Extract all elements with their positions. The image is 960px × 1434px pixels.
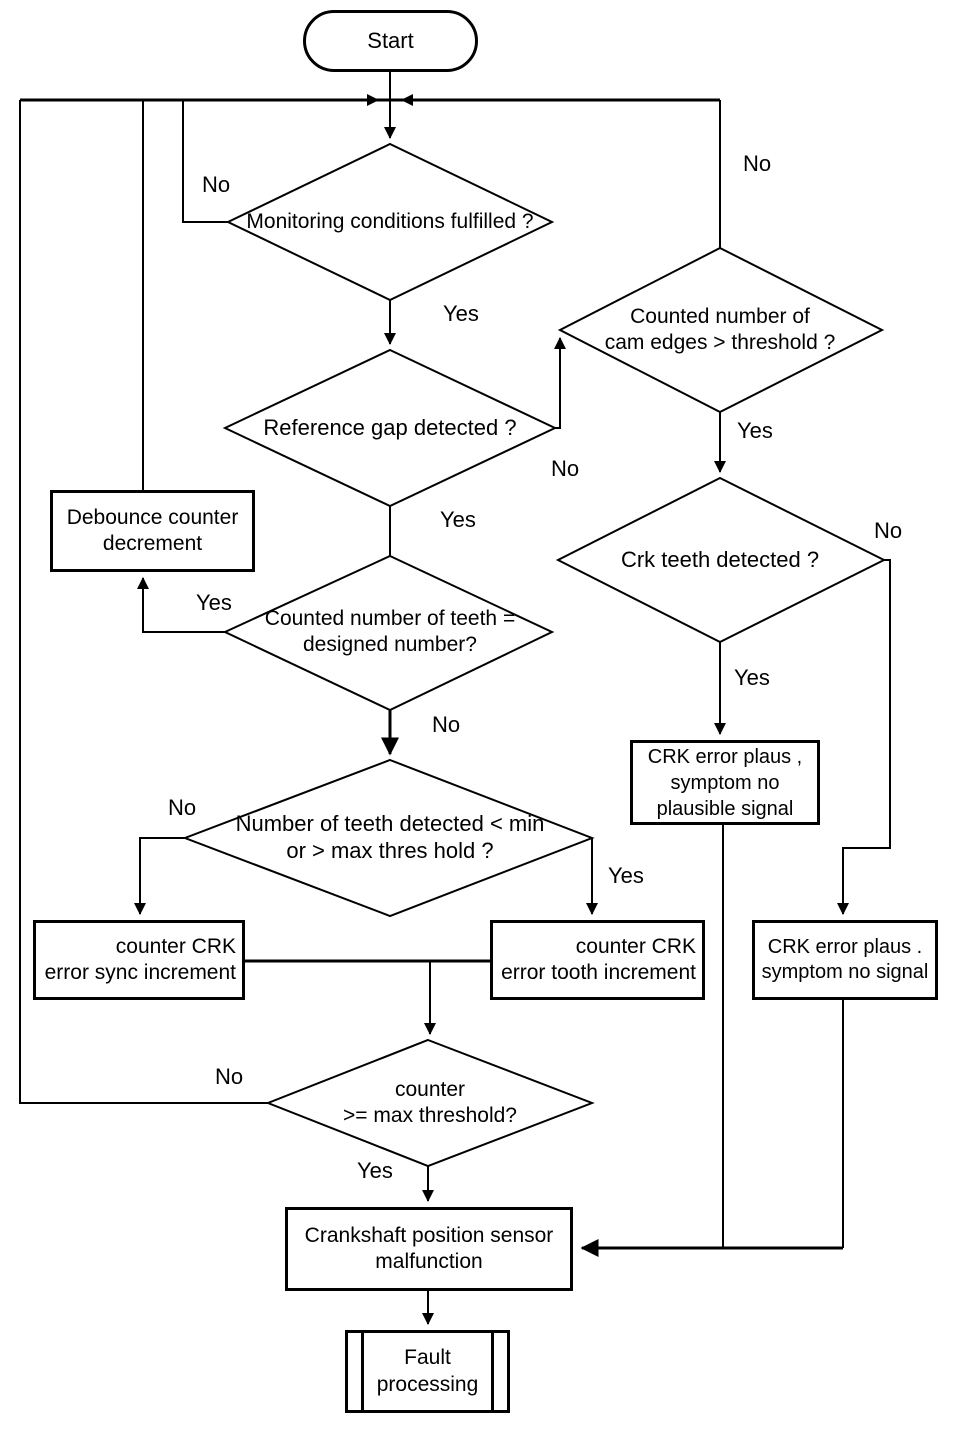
node-error-no-plausible: CRK error plaus , symptom no plausible s… xyxy=(630,740,820,825)
edge-teethequal-yes xyxy=(137,577,225,633)
node-tooth-increment: counter CRK error tooth increment xyxy=(490,920,705,1000)
decision-teeth-minmax-shape xyxy=(182,758,595,918)
node-error-no-signal-label: CRK error plaus . symptom no signal xyxy=(761,936,929,983)
node-tooth-increment-label: counter CRK error tooth increment xyxy=(501,934,696,984)
node-error-no-signal: CRK error plaus . symptom no signal xyxy=(752,920,938,1000)
decision-teeth-equal-shape xyxy=(222,554,555,712)
node-malfunction-label: Crankshaft position sensor malfunction xyxy=(304,1223,554,1273)
edge-minmax-no xyxy=(134,837,185,915)
node-sync-increment: counter CRK error sync increment xyxy=(33,920,245,1000)
node-start-label: Start xyxy=(367,28,414,53)
node-start: Start xyxy=(303,10,478,72)
decision-counter-shape xyxy=(265,1038,595,1168)
predefined-process-bar-right xyxy=(491,1332,494,1411)
node-fault-processing: Fault processing xyxy=(345,1330,510,1413)
edge-crkteeth-no xyxy=(837,559,891,915)
predefined-process-bar-left xyxy=(361,1332,364,1411)
node-fault-processing-label: Fault processing xyxy=(376,1346,479,1396)
decision-reference-gap-shape xyxy=(222,348,558,508)
edge-refgap-no xyxy=(554,337,566,429)
decision-crk-teeth-shape xyxy=(555,476,887,644)
node-debounce-label: Debounce counter decrement xyxy=(66,505,239,555)
edge-counter-no xyxy=(19,100,268,1104)
node-malfunction: Crankshaft position sensor malfunction xyxy=(285,1207,573,1291)
node-error-no-plausible-label: CRK error plaus , symptom no plausible s… xyxy=(647,745,803,820)
node-debounce: Debounce counter decrement xyxy=(50,490,255,572)
edge-monitoring-no xyxy=(182,100,228,223)
decision-cam-edges-shape xyxy=(557,246,885,414)
decision-monitoring-shape xyxy=(225,142,555,302)
node-sync-increment-label: counter CRK error sync increment xyxy=(44,934,236,984)
